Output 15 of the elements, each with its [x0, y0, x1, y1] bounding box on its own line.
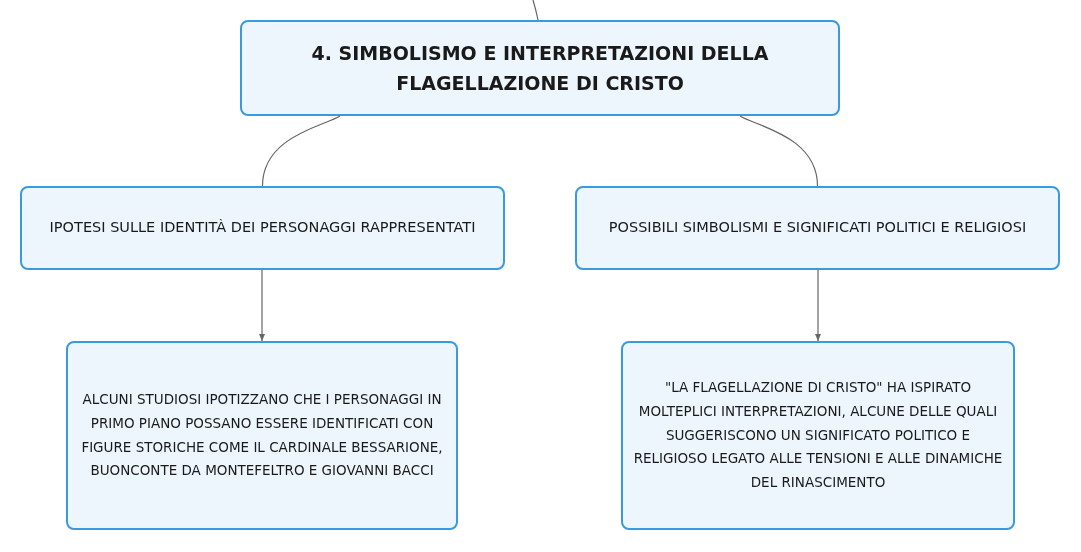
connector [739, 115, 819, 187]
topic-box [621, 341, 1015, 530]
node-text: POSSIBILI SIMBOLISMI E SIGNIFICATI POLITICI E RELIGIOSI [608, 218, 1027, 238]
node-text: 4. SIMBOLISMO E INTERPRETAZIONI DELLA FLAGELLAZIONE DI CRISTO [310, 40, 770, 96]
node-text: "LA FLAGELLAZIONE DI CRISTO" HA ISPIRATO MOLTEPLICI INTERPRETAZIONI, ALCUNE DELLE QUALI SUGGERISCONO UN SIGNIFICATO POLITICO E RELIGIOSO LEGATO ALLE TENSIONI E ALLE DINAMICHE DEL RINASCIMENTO [632, 378, 1004, 492]
node-text: IPOTESI SULLE IDENTITÀ DEI PERSONAGGI RAPPRESENTATI [49, 218, 476, 238]
connector [815, 269, 821, 342]
topic-box [20, 186, 505, 270]
connector [532, 0, 539, 21]
connector [259, 269, 265, 342]
connector [261, 115, 341, 187]
topic-box [66, 341, 458, 530]
title-box [240, 20, 840, 116]
node-text: ALCUNI STUDIOSI IPOTIZZANO CHE I PERSONAGGI IN PRIMO PIANO POSSANO ESSERE IDENTIFICATI CON FIGURE STORICHE COME IL CARDINALE BESSARIONE, BUONCONTE DA MONTEFELTRO E GIOVANNI BACCI [80, 390, 444, 481]
topic-box [575, 186, 1060, 270]
